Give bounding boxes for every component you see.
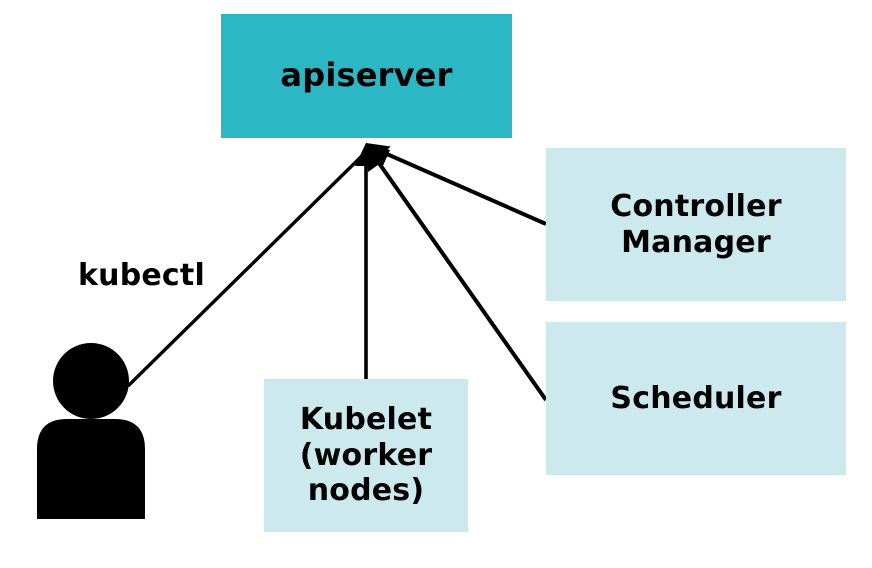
node-controller-manager[interactable]: Controller Manager <box>546 148 846 301</box>
edge-scheduler-to-apiserver <box>366 143 548 402</box>
edge-line-controller-apiserver <box>370 145 547 226</box>
node-kubelet[interactable]: Kubelet (worker nodes) <box>264 379 468 532</box>
edge-kubelet-to-apiserver <box>355 143 377 379</box>
user-body-shape <box>37 419 145 519</box>
node-scheduler-label: Scheduler <box>610 380 782 416</box>
user-person-icon <box>37 343 145 519</box>
user-head-shape <box>53 343 129 419</box>
node-scheduler[interactable]: Scheduler <box>546 322 846 475</box>
edge-label-kubectl: kubectl <box>78 258 205 293</box>
arrowhead-scheduler-apiserver <box>366 143 385 172</box>
node-apiserver[interactable]: apiserver <box>221 14 512 138</box>
node-kubelet-label: Kubelet (worker nodes) <box>299 402 433 509</box>
node-controller-manager-label: Controller Manager <box>610 189 782 260</box>
node-apiserver-label: apiserver <box>280 56 453 95</box>
edge-line-scheduler-apiserver <box>367 147 548 402</box>
edge-line-user-apiserver <box>126 146 372 388</box>
